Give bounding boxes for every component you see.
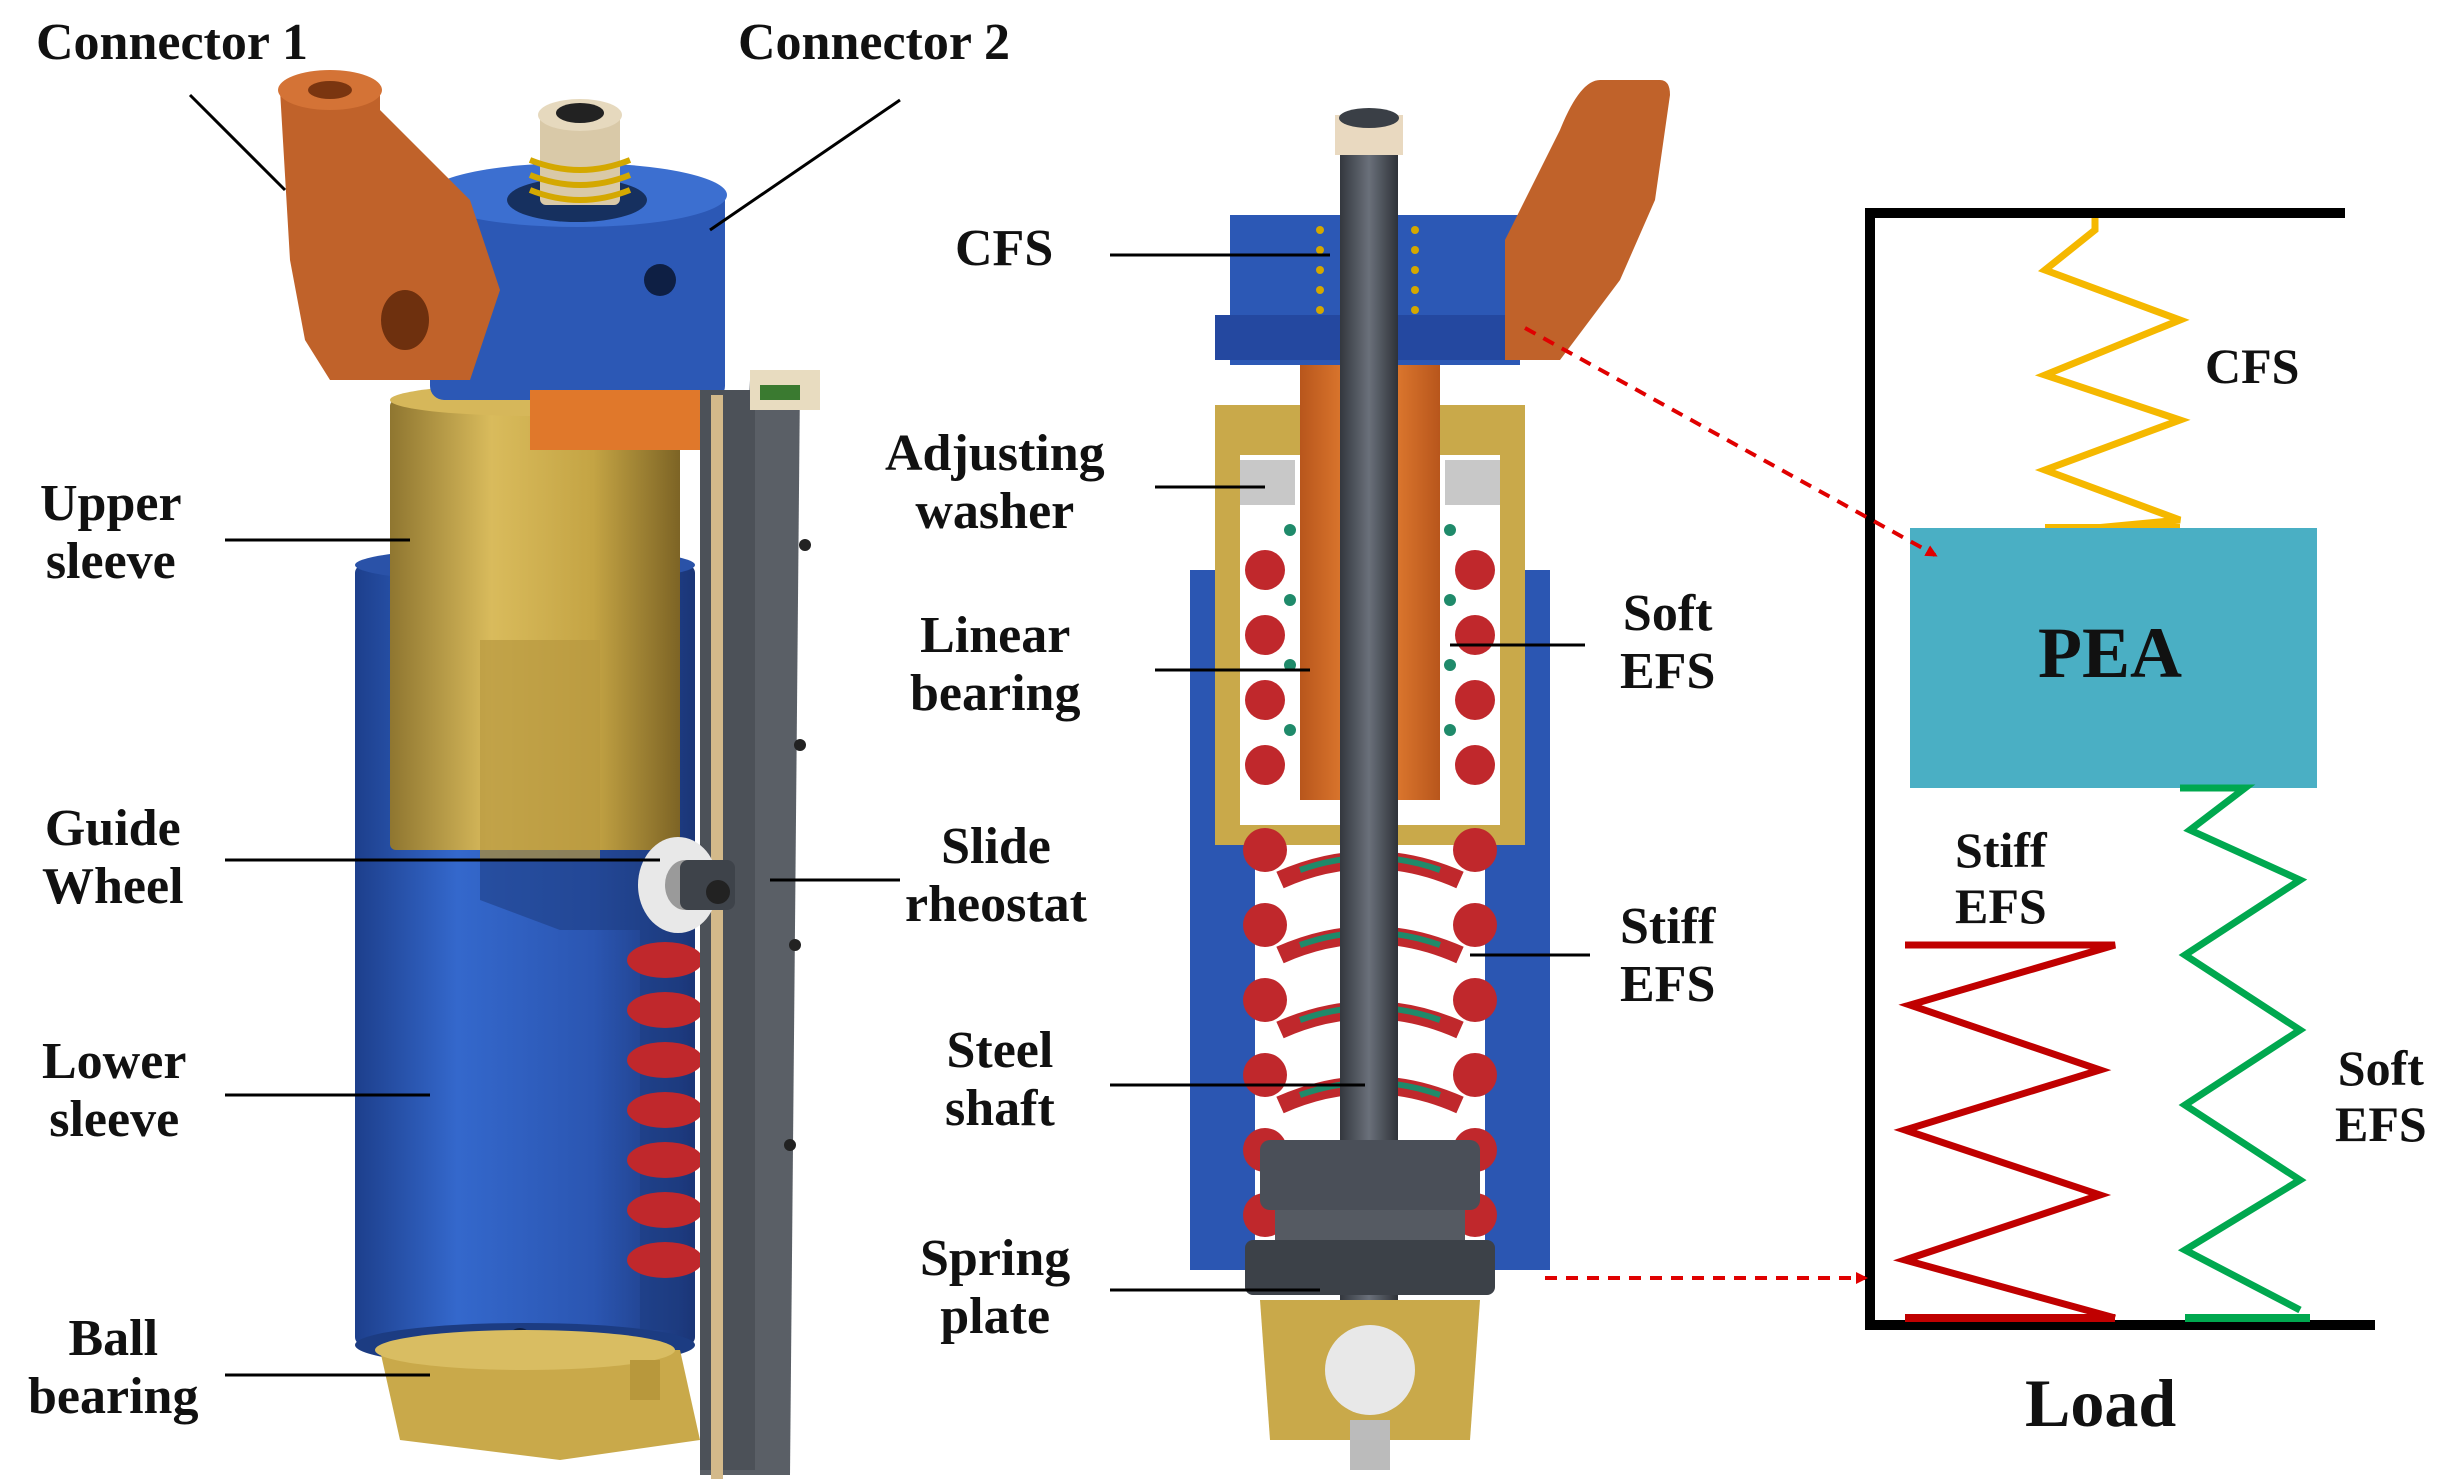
section-connector [1505,80,1670,360]
section-ball-bearing [1260,1300,1480,1470]
cfs-spring [2034,218,2191,532]
spring-plate [1245,1140,1495,1295]
pea-block [1910,528,2317,788]
slide-rheostat [700,370,820,1484]
top-screw [528,99,632,205]
label-load: Load [2025,1365,2177,1441]
cfs-section [1316,226,1419,314]
label-connector-1: Connector 1 [36,14,309,71]
label-cfs-schematic: CFS [2205,338,2300,394]
label-cfs: CFS [955,220,1054,277]
adjusting-washer [1240,460,1295,505]
label-pea: PEA [2038,613,2182,693]
section-view [1190,80,1670,1470]
assembly-3d [278,70,820,1484]
connector-1 [278,70,500,380]
upper-sleeve [390,384,680,860]
link-arrows [1524,326,1938,1284]
ball-bearing [375,1330,700,1460]
leader-lines [188,93,1590,1377]
schematic [1865,208,2375,1330]
frame [1865,208,2375,1330]
label-connector-2: Connector 2 [738,14,1011,71]
stiff-efs-spring [1892,941,2116,1322]
soft-efs-spring [2177,784,2308,1314]
soft-efs-section [1245,524,1495,785]
